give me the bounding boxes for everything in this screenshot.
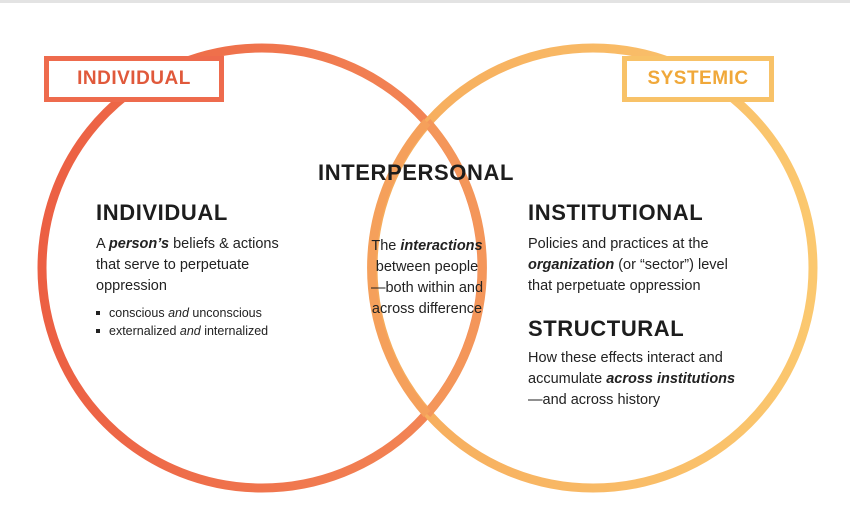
- institutional-line2-post: (or “sector”) level: [614, 257, 728, 273]
- individual-desc-line3: oppression: [96, 278, 167, 294]
- interpersonal-line-3: —both within and: [370, 280, 484, 296]
- overlap-arc-left: [423, 119, 487, 417]
- individual-desc-bold: person’s: [108, 236, 170, 252]
- structural-description: How these effects interact and accumulat…: [528, 348, 788, 411]
- institutional-line1: Policies and practices at the: [528, 236, 709, 252]
- individual-description: A person’s beliefs & actions that serve …: [96, 234, 326, 297]
- individual-desc-pre: A: [96, 236, 109, 252]
- institutional-description: Policies and practices at the organizati…: [528, 234, 788, 297]
- individual-heading: INDIVIDUAL: [96, 200, 228, 225]
- individual-desc-line2: that serve to perpetuate: [96, 257, 250, 273]
- structural-line2-pre: accumulate: [528, 371, 607, 387]
- institutional-line2-bold: organization: [528, 257, 615, 273]
- top-divider: [0, 0, 850, 3]
- institutional-heading: INSTITUTIONAL: [528, 200, 704, 225]
- overlap-arc-right: [367, 119, 431, 417]
- interpersonal-heading: INTERPERSONAL: [318, 160, 515, 185]
- interpersonal-text-pre: The: [371, 238, 401, 254]
- individual-bullet: conscious and unconscious: [96, 304, 268, 322]
- bullet-icon: [96, 310, 100, 315]
- individual-bullet: externalized and internalized: [96, 322, 268, 340]
- interpersonal-text-bold: interactions: [400, 238, 483, 254]
- interpersonal-description: The interactions between people —both wi…: [352, 236, 502, 320]
- structural-line1: How these effects interact and: [528, 350, 723, 366]
- interpersonal-line-4: across difference: [371, 301, 483, 317]
- institutional-line3: that perpetuate oppression: [528, 278, 701, 294]
- structural-line2-bold: across institutions: [606, 371, 736, 387]
- individual-desc-post: beliefs & actions: [169, 236, 279, 252]
- individual-tag-label: INDIVIDUAL: [77, 68, 191, 89]
- individual-tag: INDIVIDUAL: [44, 56, 224, 102]
- systemic-tag: SYSTEMIC: [622, 56, 774, 102]
- interpersonal-line-2: between people: [375, 259, 479, 275]
- bullet-icon: [96, 328, 100, 333]
- structural-line3: —and across history: [528, 392, 661, 408]
- individual-bullet-list: conscious and unconscious externalized a…: [96, 304, 268, 340]
- structural-heading: STRUCTURAL: [528, 316, 685, 341]
- systemic-tag-label: SYSTEMIC: [647, 68, 749, 89]
